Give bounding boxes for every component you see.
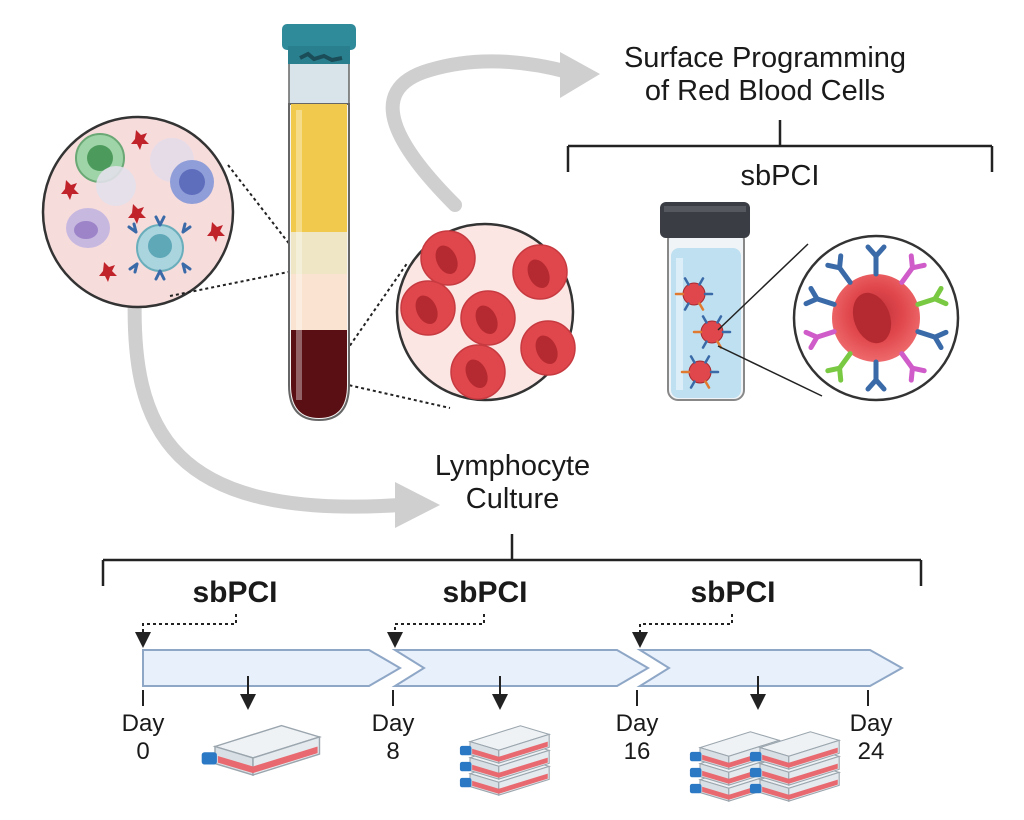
coated-rbc-in-vial — [674, 277, 714, 311]
antibody — [825, 253, 853, 285]
surface-programming-line-1: Surface Programming — [623, 42, 907, 74]
lymphocyte-culture-line-2: Culture — [465, 483, 560, 516]
antibody — [899, 351, 927, 383]
day-label-8-word: Day — [371, 710, 415, 737]
antibody — [825, 351, 853, 383]
day-label-0: Day 0 — [113, 710, 173, 765]
red-blood-cell — [450, 344, 506, 400]
day-label-8-number: 8 — [386, 737, 400, 765]
day-label-16: Day 16 — [602, 710, 672, 765]
antibody — [803, 329, 837, 351]
day-label-16-word: Day — [615, 710, 659, 737]
antibody — [865, 244, 887, 277]
programmed-rbc-vial-icon — [660, 202, 750, 401]
sbpci-surface-label: sbPCI — [740, 160, 820, 192]
antibody — [915, 285, 949, 307]
antibody-coated-rbc-icon — [792, 234, 960, 402]
lymphocyte-culture-title: Lymphocyte Culture — [400, 450, 625, 517]
culture-flask-icon — [749, 731, 842, 770]
red-blood-cell — [460, 290, 516, 346]
day-ticks — [142, 690, 869, 706]
sbpci-stage-label-3: sbPCI — [690, 576, 776, 609]
vial-callout-lines — [717, 243, 823, 397]
coated-rbc-in-vial — [680, 355, 720, 389]
red-blood-cells-magnified-icon — [395, 222, 576, 402]
red-blood-cell — [512, 244, 568, 300]
lymphocyte-culture-line-1: Lymphocyte — [434, 450, 591, 482]
day-label-24-number: 24 — [857, 737, 885, 765]
flow-arrow-to-lymphocyte-culture — [127, 283, 440, 528]
culture-bracket — [101, 534, 923, 586]
day-label-16-number: 16 — [623, 737, 651, 765]
surface-programming-title: Surface Programming of Red Blood Cells — [590, 42, 940, 109]
antibody — [865, 359, 887, 392]
blood-collection-tube-icon — [282, 24, 356, 422]
sbpci-stage-label-2: sbPCI — [442, 576, 528, 609]
coated-rbc-in-vial — [692, 315, 732, 349]
sbpci-stage-label-1: sbPCI — [192, 576, 278, 609]
culture-flask-icon — [201, 724, 322, 776]
red-blood-cell — [420, 230, 476, 286]
white-blood-cells-magnified-icon — [41, 115, 235, 309]
day-label-24: Day 24 — [836, 710, 906, 765]
culture-timeline — [142, 649, 905, 687]
antibody — [899, 253, 927, 285]
harvest-arrows — [240, 676, 766, 710]
red-blood-cell — [520, 320, 576, 376]
surface-programming-line-2: of Red Blood Cells — [644, 75, 886, 108]
surface-programming-bracket — [566, 120, 994, 172]
culture-flasks — [201, 724, 842, 802]
antibody — [803, 285, 837, 307]
antibody — [915, 329, 949, 351]
day-label-0-number: 0 — [136, 737, 150, 765]
day-label-0-word: Day — [121, 710, 165, 737]
day-label-8: Day 8 — [363, 710, 423, 765]
culture-flask-icon — [459, 725, 552, 764]
day-label-24-word: Day — [849, 710, 893, 737]
red-blood-cell — [400, 280, 456, 336]
sbpci-addition-arrows — [135, 614, 733, 648]
flow-arrow-to-surface-programming — [385, 52, 600, 212]
